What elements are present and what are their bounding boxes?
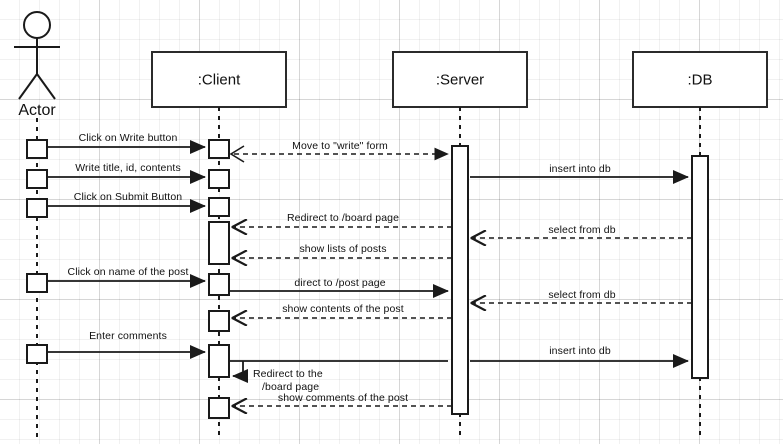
lifeline-box-server[interactable]	[392, 51, 528, 108]
activation-client-3	[208, 197, 230, 217]
message-label-m15-line1: Redirect to the	[253, 368, 323, 380]
activation-db-1	[691, 155, 709, 379]
activation-client-8	[208, 397, 230, 419]
message-label-m12: show contents of the post	[282, 303, 404, 315]
activation-client-6	[208, 310, 230, 332]
actor-figure	[14, 11, 60, 100]
message-label-m7: select from db	[548, 224, 616, 236]
activation-client-1	[208, 139, 230, 159]
message-line-m15-return	[232, 361, 249, 384]
message-label-m15-line2: /board page	[262, 381, 320, 393]
activation-actor-5	[26, 344, 48, 364]
activation-actor-1	[26, 139, 48, 159]
message-label-m13: Enter comments	[89, 330, 167, 342]
participant-client: :Client	[197, 71, 241, 89]
participant-db: :DB	[687, 71, 713, 89]
message-label-m3: insert into db	[549, 163, 611, 175]
activation-client-2	[208, 169, 230, 189]
message-label-m14: insert into db	[549, 345, 611, 357]
activation-client-4	[208, 221, 230, 265]
message-label-m2: Move to "write" form	[292, 140, 388, 152]
activation-client-5	[208, 273, 230, 296]
message-label-m4: Write title, id, contents	[75, 162, 181, 174]
message-label-m5: Click on Submit Button	[73, 191, 183, 203]
message-arrowhead-m2-left	[229, 145, 245, 163]
message-label-m10: direct to /post page	[294, 277, 386, 289]
activation-actor-3	[26, 198, 48, 218]
actor-label: Actor	[18, 102, 56, 119]
activation-actor-4	[26, 273, 48, 293]
activation-actor-2	[26, 169, 48, 189]
message-label-m8: show lists of posts	[299, 243, 387, 255]
participant-server: :Server	[435, 71, 485, 89]
lifeline-box-db[interactable]	[632, 51, 768, 108]
message-label-m1: Click on Write button	[78, 132, 178, 144]
activation-server-1	[451, 145, 469, 415]
activation-client-7	[208, 344, 230, 378]
message-label-m6: Redirect to /board page	[286, 212, 400, 224]
message-label-m9: Click on name of the post	[67, 266, 189, 278]
message-label-m16: show comments of the post	[277, 392, 409, 404]
message-label-m11: select from db	[548, 289, 616, 301]
